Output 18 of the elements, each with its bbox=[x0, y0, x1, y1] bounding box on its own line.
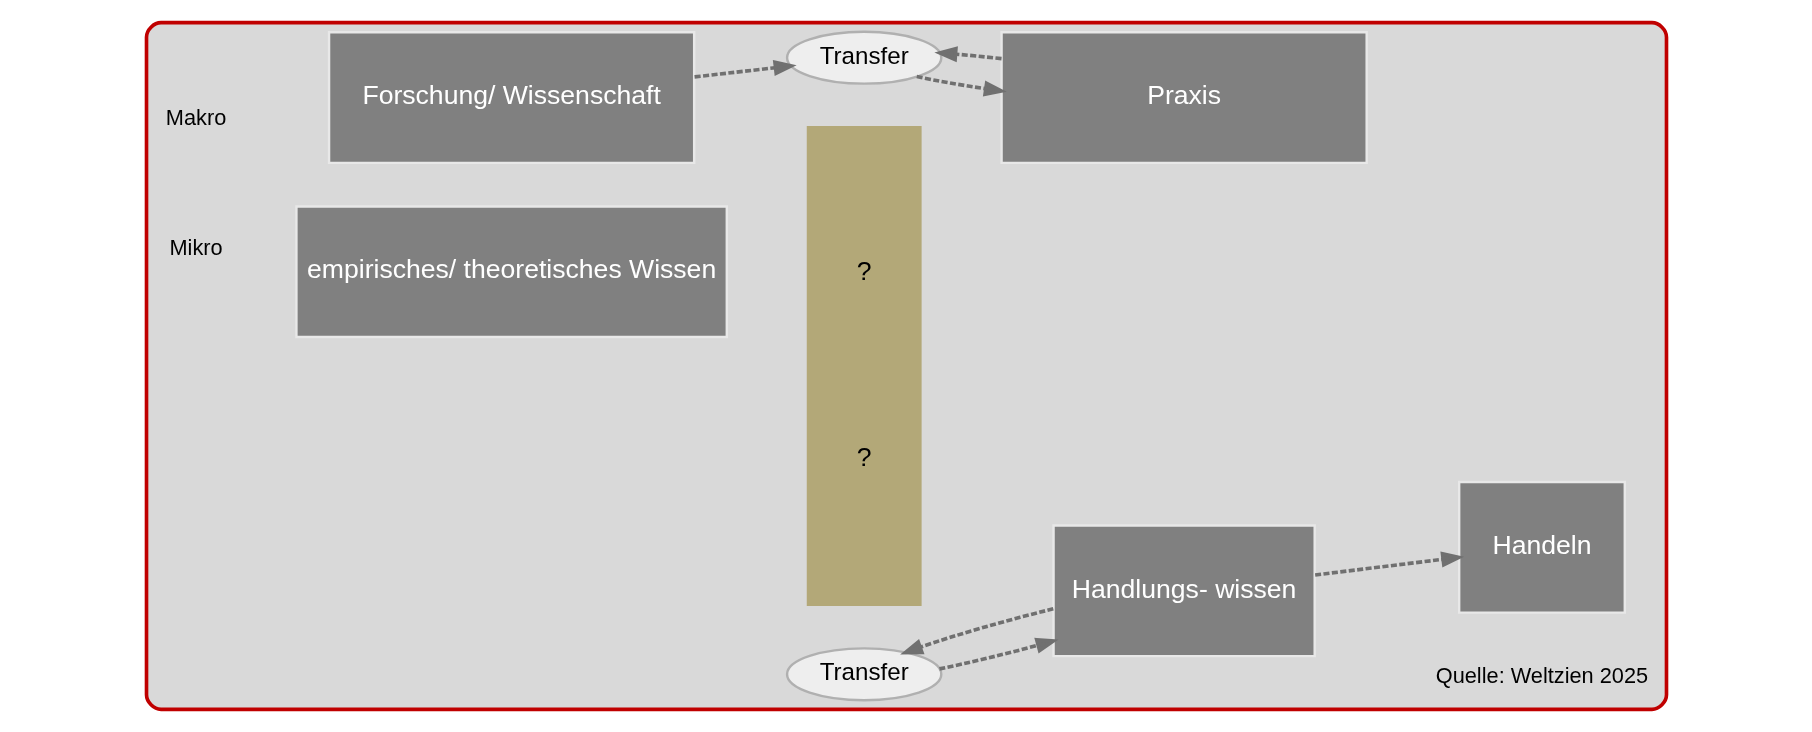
node-box: Handeln bbox=[1457, 480, 1626, 614]
arrow bbox=[933, 46, 1002, 63]
node-ellipse: Transfer bbox=[785, 647, 942, 702]
node-box: Handlungs- wissen bbox=[1051, 524, 1316, 658]
label: Mikro bbox=[168, 235, 223, 261]
label: Quelle: Weltzien 2025 bbox=[1435, 663, 1648, 689]
arrow bbox=[899, 607, 1054, 655]
node-box: empirisches/ theoretisches Wissen bbox=[294, 205, 728, 339]
arrow bbox=[915, 74, 1007, 97]
node-ellipse: Transfer bbox=[785, 30, 942, 85]
arrow bbox=[938, 637, 1059, 671]
arrow bbox=[1314, 551, 1464, 577]
arrow bbox=[693, 59, 797, 79]
cluster bbox=[144, 20, 1668, 712]
node-box: ? ? bbox=[806, 126, 922, 606]
label: Makro bbox=[165, 104, 226, 130]
node-box: Praxis bbox=[999, 31, 1368, 165]
node-box: Forschung/ Wissenschaft bbox=[327, 31, 695, 165]
